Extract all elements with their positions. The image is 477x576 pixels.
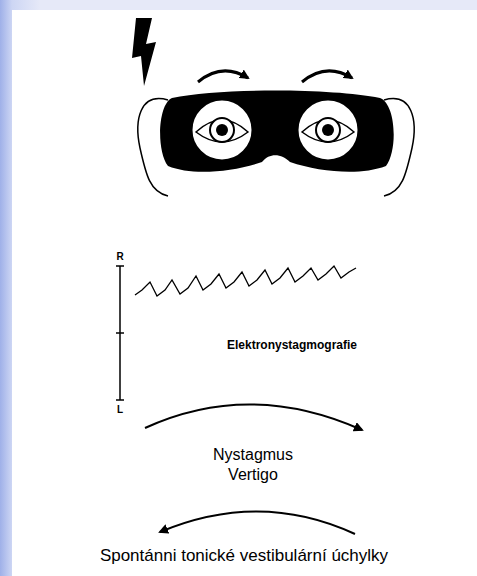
axis-label: L: [117, 404, 123, 416]
lightning-bolt: [132, 18, 156, 86]
axis-label: R: [116, 251, 123, 263]
eng-axis: [116, 266, 124, 400]
method-label: Elektronystagmografie: [227, 339, 357, 353]
eng-trace: [135, 266, 356, 296]
curved-arrow-right: [145, 404, 362, 430]
frenzel-goggles: [160, 91, 394, 172]
eyebrow-arrow: [198, 71, 248, 82]
caption-text: Spontánni tonické vestibulární úchylky: [100, 546, 388, 566]
left-pupil: [216, 124, 228, 136]
symptom-label: Vertigo: [228, 466, 278, 484]
left-iris: [210, 118, 234, 142]
curved-arrow-left: [160, 511, 355, 534]
right-lens: [297, 99, 359, 161]
right-pupil: [322, 124, 334, 136]
symptom-label: Nystagmus: [213, 446, 293, 464]
right-iris: [316, 118, 340, 142]
eyebrow-arrow: [302, 71, 352, 82]
left-lens: [191, 99, 253, 161]
